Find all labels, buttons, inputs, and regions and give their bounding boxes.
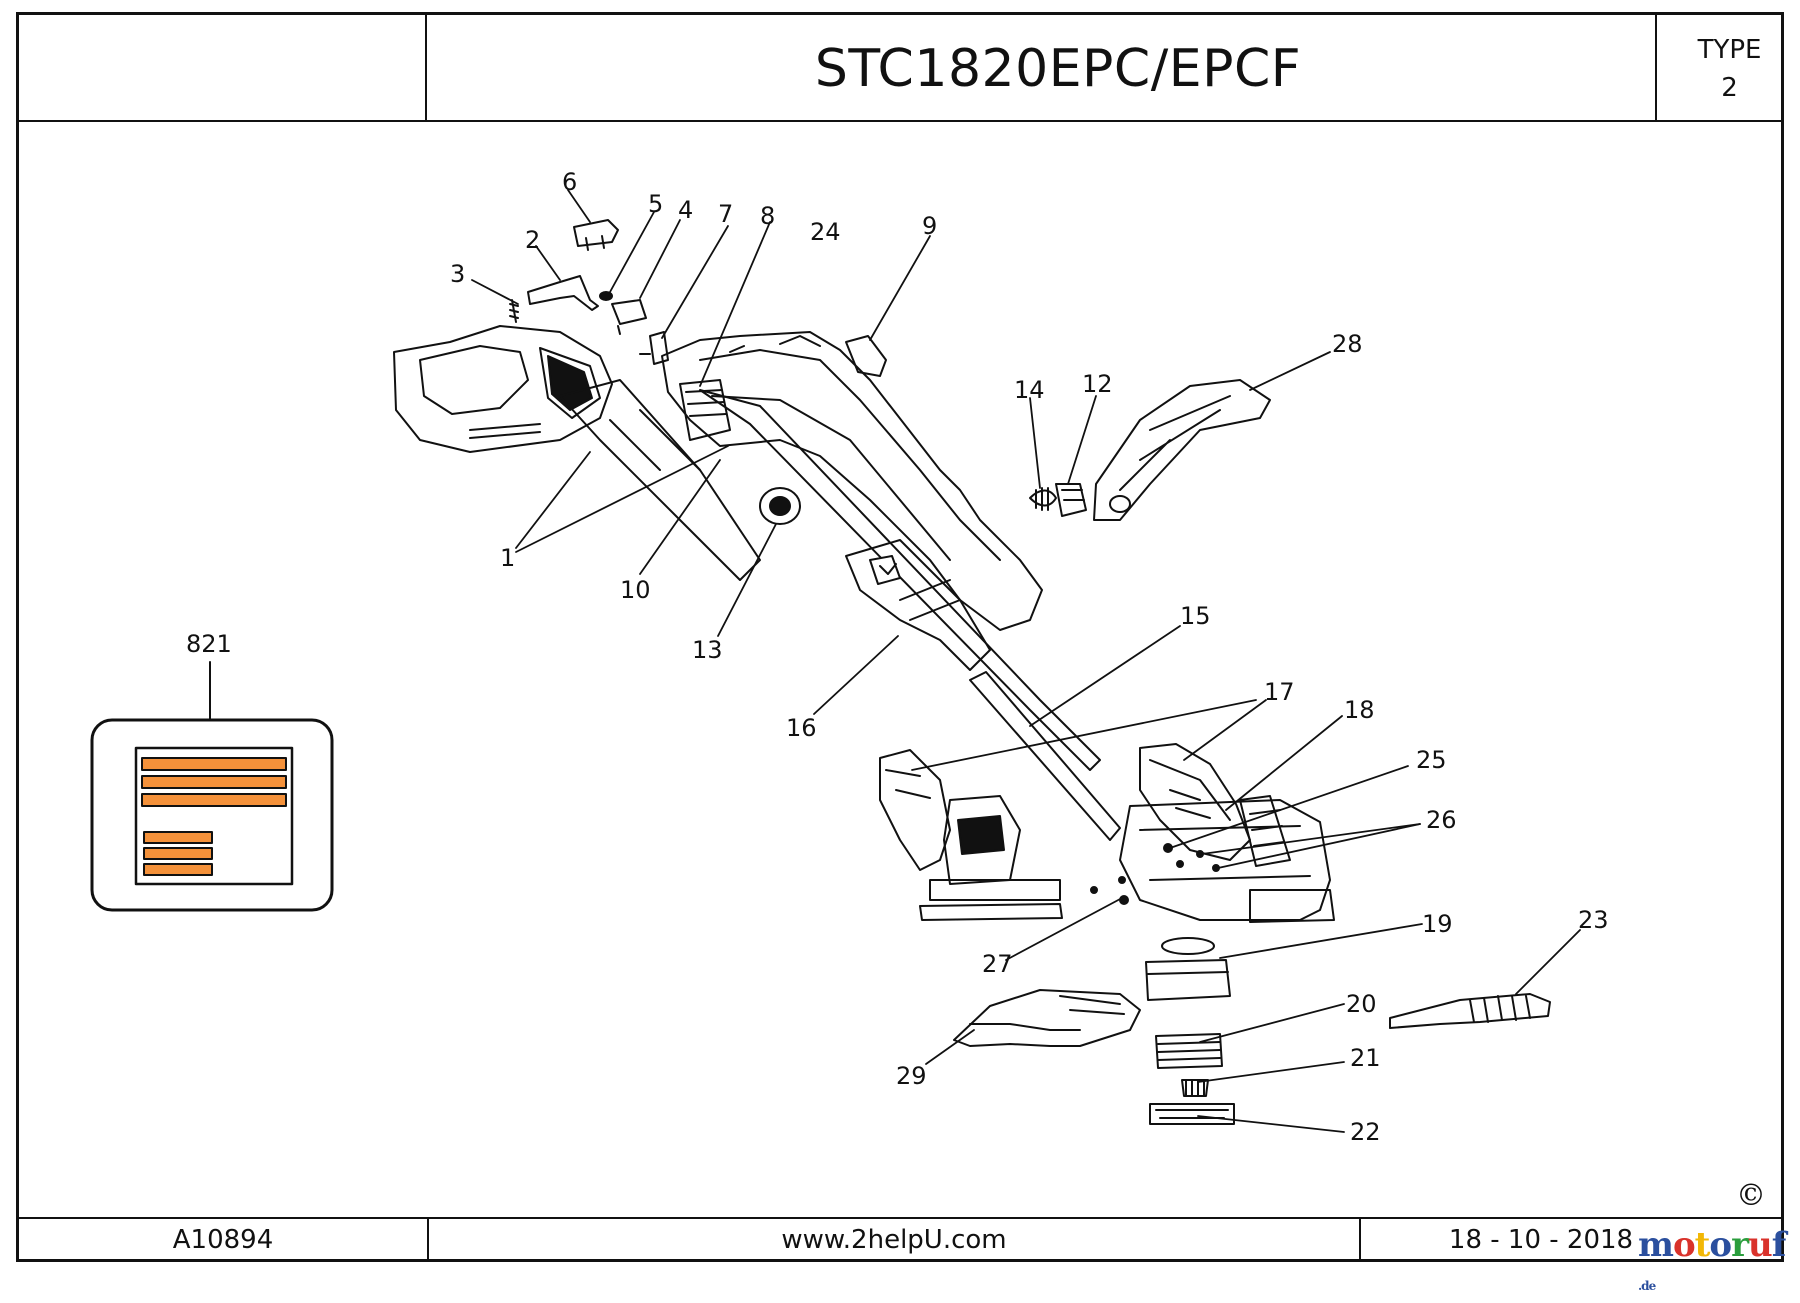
part-18-motor bbox=[1239, 795, 1291, 867]
watermark-letter-2: t bbox=[1694, 1225, 1711, 1265]
part-22-spool-base bbox=[1149, 1103, 1235, 1125]
watermark-letter-0: m bbox=[1638, 1225, 1674, 1265]
callout-16: 16 bbox=[786, 714, 817, 742]
part-9-clip bbox=[845, 335, 887, 377]
callout-10: 10 bbox=[620, 576, 651, 604]
watermark-letter-6: f bbox=[1771, 1225, 1787, 1265]
callout-18: 18 bbox=[1344, 696, 1375, 724]
callout-12: 12 bbox=[1082, 370, 1113, 398]
callout-22: 22 bbox=[1350, 1118, 1381, 1146]
part-26-screws bbox=[1196, 850, 1220, 872]
header-right-divider bbox=[1655, 15, 1657, 122]
header-left-divider bbox=[425, 15, 427, 122]
part-27-screw bbox=[1090, 876, 1129, 905]
part-29-guard bbox=[953, 989, 1141, 1047]
part-3-spring bbox=[509, 299, 519, 323]
callout-23: 23 bbox=[1578, 906, 1609, 934]
watermark-letter-5: u bbox=[1748, 1225, 1773, 1265]
drawing-frame: STC1820EPC/EPCF TYPE 2 A10894 www.2helpU… bbox=[16, 12, 1784, 1262]
callout-9: 9 bbox=[922, 212, 937, 240]
part-8-circuit-board bbox=[679, 379, 731, 441]
part-24-right-handle-housing bbox=[661, 331, 1043, 631]
part-1-left-handle-housing bbox=[393, 325, 761, 581]
part-16-telescopic-lock bbox=[845, 539, 991, 671]
callout-27: 27 bbox=[982, 950, 1013, 978]
type-value: 2 bbox=[1721, 72, 1738, 103]
type-box: TYPE 2 bbox=[1675, 15, 1784, 122]
callout-25: 25 bbox=[1416, 746, 1447, 774]
callout-4: 4 bbox=[678, 196, 693, 224]
part-821-label bbox=[90, 661, 334, 912]
watermark-letter-1: o bbox=[1672, 1225, 1696, 1265]
callout-24: 24 bbox=[810, 218, 841, 246]
part-14-spring bbox=[1029, 487, 1057, 511]
motor-housing-right bbox=[1119, 799, 1335, 923]
part-19-spool-cover bbox=[1145, 937, 1231, 1001]
part-7-switch bbox=[639, 331, 669, 365]
callout-3: 3 bbox=[450, 260, 465, 288]
part-4-lock-button bbox=[611, 299, 647, 335]
callout-28: 28 bbox=[1332, 330, 1363, 358]
part-23-edge-guide bbox=[1389, 993, 1551, 1029]
callout-8: 8 bbox=[760, 202, 775, 230]
assembled-trimmer-head bbox=[879, 749, 1063, 921]
part-28-auxiliary-handle bbox=[1093, 379, 1271, 521]
watermark-letter-4: r bbox=[1731, 1225, 1749, 1265]
callout-26: 26 bbox=[1426, 806, 1457, 834]
part-10-inner-tube bbox=[699, 389, 1101, 771]
watermark-letter-3: o bbox=[1709, 1225, 1732, 1265]
footer-divider bbox=[19, 1217, 1781, 1219]
leader-lines bbox=[471, 189, 1581, 1133]
model-title: STC1820EPC/EPCF bbox=[814, 38, 1302, 99]
callout-6: 6 bbox=[562, 168, 577, 196]
callout-20: 20 bbox=[1346, 990, 1377, 1018]
callout-2: 2 bbox=[525, 226, 540, 254]
callout-5: 5 bbox=[648, 190, 663, 218]
part-15-lower-tube bbox=[969, 671, 1121, 841]
callout-1: 1 bbox=[500, 544, 515, 572]
callout-17: 17 bbox=[1264, 678, 1295, 706]
callout-14: 14 bbox=[1014, 376, 1045, 404]
callout-7: 7 bbox=[718, 200, 733, 228]
header-divider bbox=[19, 120, 1781, 122]
website-link[interactable]: www.2helpU.com bbox=[781, 1225, 1007, 1255]
part-25-screw bbox=[1163, 843, 1184, 868]
part-5-pin bbox=[599, 291, 613, 301]
drawing-id: A10894 bbox=[172, 1225, 274, 1255]
callout-19: 19 bbox=[1422, 910, 1453, 938]
callout-29: 29 bbox=[896, 1062, 927, 1090]
part-20-line-spool bbox=[1155, 1033, 1223, 1069]
part-2-trigger-lever bbox=[527, 275, 599, 311]
part-12-collar bbox=[1055, 483, 1087, 517]
callout-15: 15 bbox=[1180, 602, 1211, 630]
watermark-suffix: .de bbox=[1638, 1279, 1656, 1293]
part-21-spring bbox=[1181, 1079, 1209, 1097]
footer-right-divider bbox=[1359, 1219, 1361, 1262]
revision-date: 18 - 10 - 2018 bbox=[1448, 1225, 1634, 1255]
callout-labels: 1 2 3 4 5 6 7 8 9 10 12 13 14 15 16 17 1… bbox=[186, 168, 1609, 1146]
part-13-knob bbox=[759, 487, 801, 525]
callout-821: 821 bbox=[186, 630, 232, 658]
copyright-symbol: © bbox=[1736, 1178, 1766, 1213]
part-6-cap bbox=[573, 219, 619, 251]
callout-21: 21 bbox=[1350, 1044, 1381, 1072]
callout-13: 13 bbox=[692, 636, 723, 664]
type-label: TYPE bbox=[1697, 34, 1762, 65]
footer-left-divider bbox=[427, 1219, 429, 1262]
exploded-parts-diagram: 1 2 3 4 5 6 7 8 9 10 12 13 14 15 16 17 1… bbox=[90, 168, 1609, 1146]
